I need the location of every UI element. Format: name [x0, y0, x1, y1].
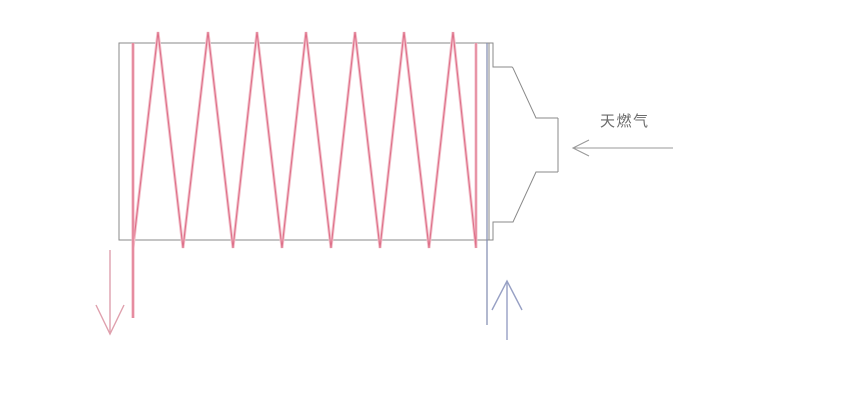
nozzle-lower-edge [489, 171, 558, 241]
heating-coil [132, 31, 477, 249]
outlet-arrow-head [95, 304, 125, 336]
gas-arrow-head [571, 139, 590, 157]
gas-inlet-arrow-left [571, 139, 673, 157]
outlet-arrow-down-left [95, 250, 125, 336]
nozzle-upper-edge [489, 42, 558, 119]
inlet-arrow-head [491, 279, 523, 311]
natural-gas-label: 天燃气 [600, 112, 650, 130]
inlet-arrow-up-right [491, 279, 523, 340]
coil-glow [131, 31, 478, 249]
gas-inlet-nozzle [489, 42, 559, 241]
